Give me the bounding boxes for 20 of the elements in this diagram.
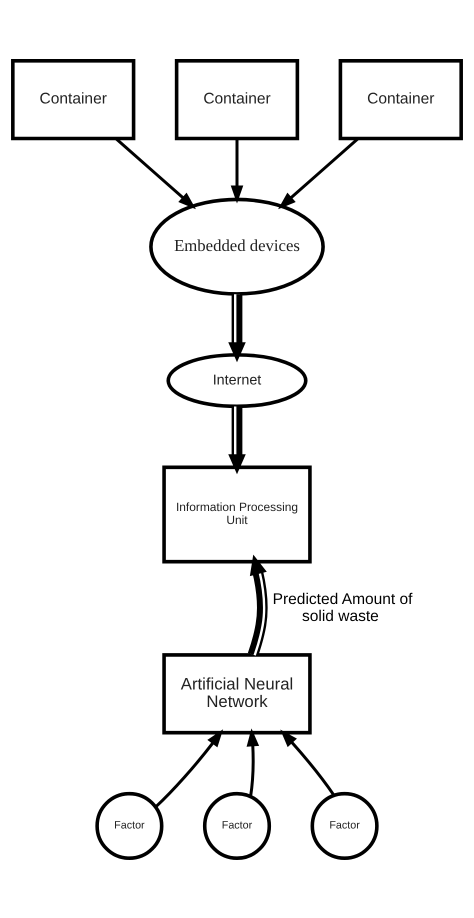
arrow	[246, 728, 260, 796]
node-box: Information Processing Unit	[162, 464, 312, 564]
node-ellipse: Embedded devices	[149, 197, 325, 296]
node-box: Artificial Neural Network	[162, 652, 312, 734]
arrow	[280, 729, 336, 796]
node-ellipse: Internet	[166, 352, 308, 408]
node-circle: Factor	[95, 791, 164, 860]
node-box: Container	[11, 58, 136, 140]
node-box: Container	[174, 58, 300, 140]
edge-label: Predicted Amount of solid waste	[272, 590, 413, 624]
node-box: Container	[338, 58, 463, 140]
arrow	[228, 406, 246, 474]
arrow	[248, 554, 268, 656]
arrow	[278, 137, 359, 209]
arrow	[115, 137, 196, 209]
node-circle: Factor	[202, 791, 272, 860]
arrow	[154, 728, 224, 808]
arrow	[228, 294, 246, 362]
node-circle: Factor	[310, 791, 379, 860]
arrow	[230, 138, 244, 203]
